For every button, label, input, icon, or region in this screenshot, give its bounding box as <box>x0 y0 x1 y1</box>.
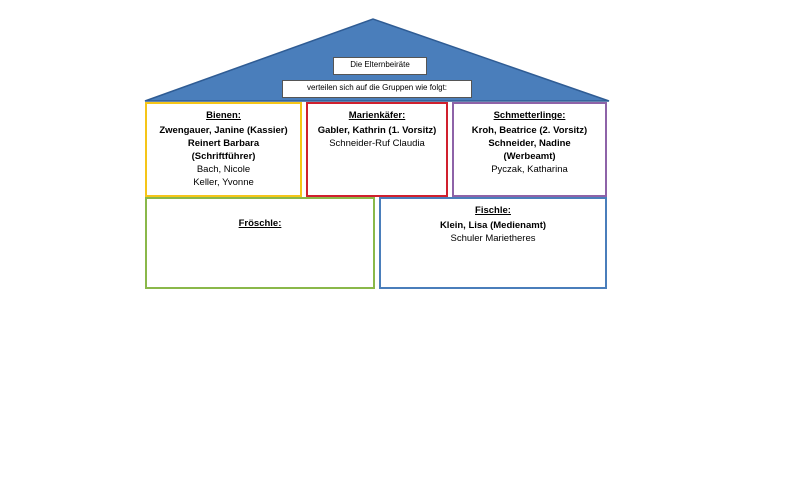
roof-title: Die Elternbeiräte <box>350 60 410 69</box>
member: (Werbeamt) <box>503 151 556 162</box>
group-bienen: Bienen: Zwengauer, Janine (Kassier) Rein… <box>145 102 302 197</box>
group-title-schmetterlinge: Schmetterlinge: <box>493 110 566 121</box>
member: Zwengauer, Janine (Kassier) <box>159 125 288 136</box>
roof-subtitle: verteilen sich auf die Gruppen wie folgt… <box>306 83 448 92</box>
group-marienkaefer: Marienkäfer: Gabler, Kathrin (1. Vorsitz… <box>306 102 448 197</box>
member: Klein, Lisa (Medienamt) <box>439 220 547 231</box>
group-title-bienen: Bienen: <box>206 110 241 121</box>
group-title-froeschle: Fröschle: <box>238 218 282 229</box>
group-froeschle: Fröschle: <box>145 197 375 289</box>
member: Schneider, Nadine <box>488 138 571 149</box>
member: Reinert Barbara <box>187 138 260 149</box>
member: Schneider-Ruf Claudia <box>329 138 425 149</box>
group-title-marienkaefer: Marienkäfer: <box>348 110 406 121</box>
group-fischle: Fischle: Klein, Lisa (Medienamt) Schuler… <box>379 197 607 289</box>
member: Bach, Nicole <box>196 164 251 175</box>
member: Pyczak, Katharina <box>491 164 568 175</box>
member: (Schriftführer) <box>191 151 256 162</box>
member: Schuler Marietheres <box>450 233 536 244</box>
member: Gabler, Kathrin (1. Vorsitz) <box>317 125 437 136</box>
roof-subtitle-box: verteilen sich auf die Gruppen wie folgt… <box>282 80 472 98</box>
roof-title-box: Die Elternbeiräte <box>333 57 427 75</box>
member: Keller, Yvonne <box>193 177 254 188</box>
group-title-fischle: Fischle: <box>475 205 511 216</box>
group-schmetterlinge: Schmetterlinge: Kroh, Beatrice (2. Vorsi… <box>452 102 607 197</box>
member: Kroh, Beatrice (2. Vorsitz) <box>471 125 588 136</box>
